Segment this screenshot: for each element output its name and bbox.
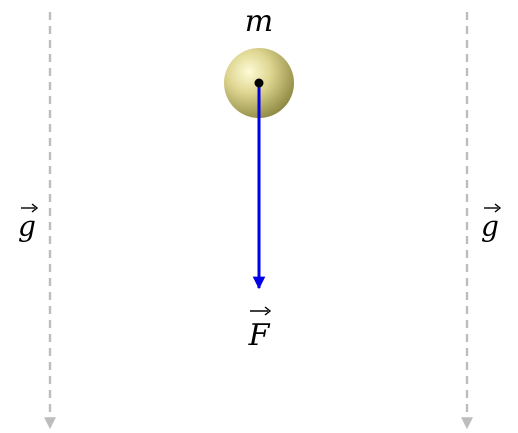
application-point [254,78,264,88]
svg-text:F: F [248,318,271,353]
vector-arrow-head-icon [494,203,502,213]
vector-arrow-head-icon [31,203,39,213]
vector-arrow-head-icon [264,306,272,316]
mass-label: m [245,4,273,39]
force-label: F [248,306,272,353]
svg-text:g: g [481,210,499,243]
field-label-right: g [481,203,502,243]
svg-text:g: g [18,210,36,243]
field-label-left: g [18,203,39,243]
